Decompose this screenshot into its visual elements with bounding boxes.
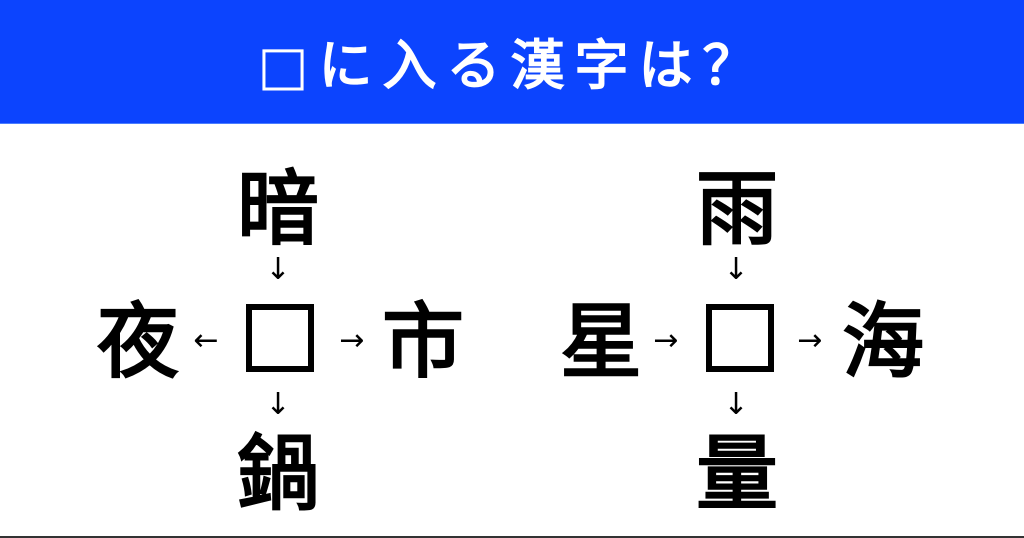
- page-title: □に入る漢字は？: [257, 34, 767, 97]
- title-banner: □に入る漢字は？: [0, 0, 1024, 124]
- puzzle-1-blank-box: [246, 304, 314, 372]
- puzzle-1-bottom-kanji: 鍋: [236, 427, 319, 522]
- puzzle-1-arrow-right: →: [339, 323, 365, 358]
- puzzle-2-bottom-kanji: 量: [695, 427, 778, 522]
- puzzle-2-arrow-down-top: ↓: [723, 252, 749, 287]
- puzzle-1-top-kanji: 暗: [236, 162, 319, 257]
- bottom-divider: [0, 536, 1024, 538]
- puzzle-2-left-kanji: 星: [559, 295, 642, 390]
- puzzle-2-arrow-right-left: →: [653, 323, 679, 358]
- puzzle-1-left-kanji: 夜: [96, 295, 179, 390]
- puzzle-2-right-kanji: 海: [841, 295, 924, 390]
- puzzle-1-arrow-left: ←: [193, 323, 219, 358]
- puzzle-1-arrow-down-top: ↓: [265, 252, 291, 287]
- puzzle-2-arrow-right: →: [797, 323, 823, 358]
- puzzle-2-blank-box: [706, 304, 774, 372]
- puzzle-2-top-kanji: 雨: [695, 162, 778, 257]
- puzzle-1-arrow-down-bottom: ↓: [265, 387, 291, 422]
- puzzle-2-arrow-down-bottom: ↓: [723, 387, 749, 422]
- puzzle-1-right-kanji: 市: [381, 295, 464, 390]
